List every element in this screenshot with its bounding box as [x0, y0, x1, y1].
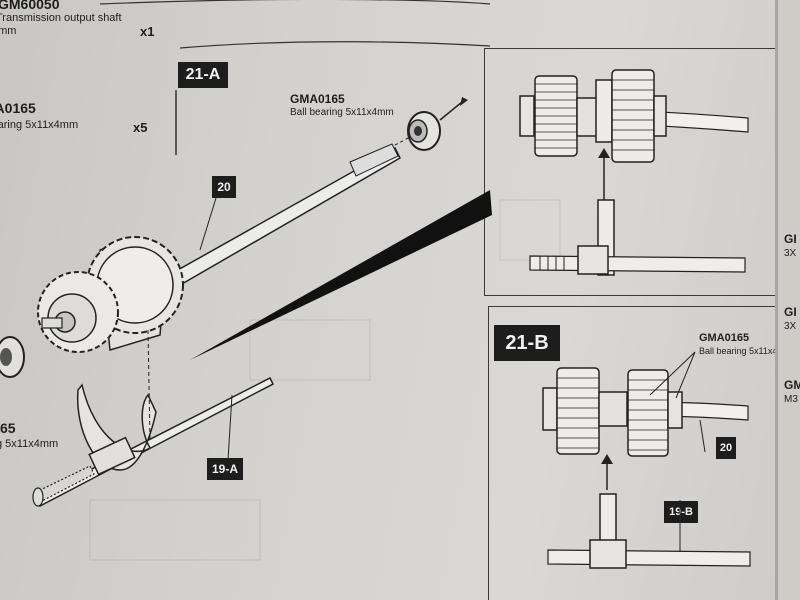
step-21b-label: 21-B — [494, 325, 560, 361]
part-name-shaft: Transmission output shaft — [0, 12, 122, 24]
assembly-illustration — [0, 0, 751, 569]
step-21a-label: 21-A — [178, 62, 228, 88]
next-page-item-2: 3X — [784, 248, 797, 259]
next-page-item-6: M3 — [784, 394, 798, 405]
step-21a-bearing-name: Ball bearing 5x11x4mm — [290, 107, 394, 118]
manual-page: GM60050 Transmission output shaft 8mm x1… — [0, 0, 775, 600]
step-21a-bearing-code: GMA0165 — [290, 92, 345, 106]
detail-21a-drawing — [519, 69, 749, 276]
next-page-item-5: GM — [784, 378, 800, 392]
detail-panel-21b — [488, 306, 775, 600]
step-21b-fork-tag: 19-B — [664, 501, 698, 523]
next-page-item-3: GI — [784, 305, 797, 319]
part-name-bearing: Ball bearing 5x11x4mm — [0, 119, 79, 131]
part-qty-bearing: x5 — [133, 120, 148, 135]
step-21a-fork-tag: 19-A — [207, 458, 243, 480]
detail-21b-drawing — [542, 351, 751, 569]
part-qty-shaft: x1 — [140, 24, 155, 39]
left-partial-code: 65 — [0, 420, 16, 436]
step-21b-bearing-code: GMA0165 — [699, 332, 750, 344]
detail-panel-21a — [484, 48, 775, 296]
left-partial-name: g 5x11x4mm — [0, 438, 59, 450]
step-21a-shaft-tag: 20 — [212, 176, 236, 198]
next-page-strip: GI 3X GI 3X GM M3 — [778, 0, 800, 600]
part-code-bearing: GMA0165 — [0, 100, 36, 116]
step-21b-shaft-tag: 20 — [716, 437, 736, 459]
part-code-shaft: GM60050 — [0, 0, 60, 12]
shift-fork-icon — [32, 376, 275, 507]
gear-icon — [37, 236, 184, 353]
next-page-item-4: 3X — [784, 321, 797, 332]
next-page-item-1: GI — [784, 232, 797, 246]
step-21b-bearing-name: Ball bearing 5x11x4mm — [699, 346, 775, 356]
bearing-icon — [407, 111, 441, 151]
part-size-shaft: 8mm — [0, 25, 17, 37]
